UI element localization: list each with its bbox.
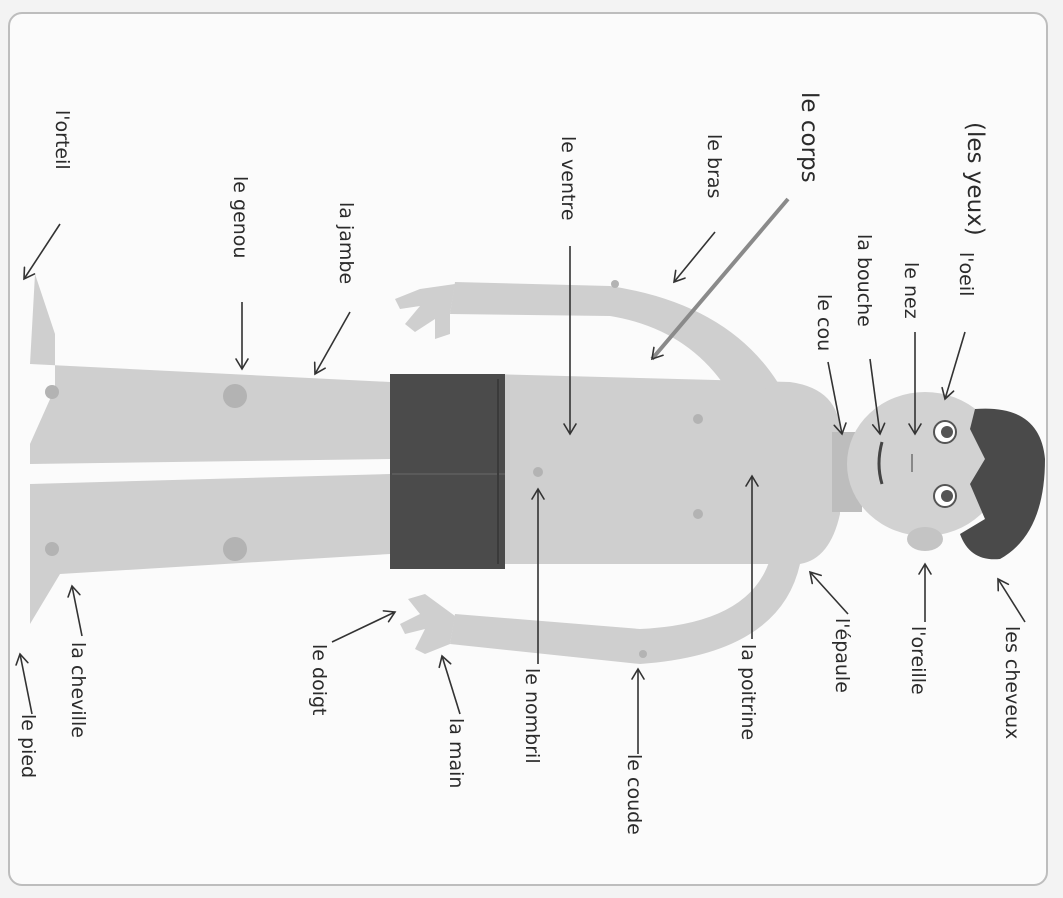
label-cheville: la cheville xyxy=(67,642,89,738)
arrow-icon xyxy=(442,656,460,714)
label-poitrine: la poitrine xyxy=(737,644,759,740)
arrow-icon xyxy=(674,232,715,282)
arrow-icon xyxy=(332,612,395,642)
label-orteil: l'orteil xyxy=(51,110,73,170)
label-yeux: (les yeux) xyxy=(962,122,988,236)
label-oreille: l'oreille xyxy=(907,626,929,695)
arrow-icon xyxy=(24,224,60,279)
label-ventre: le ventre xyxy=(557,136,579,221)
label-nez: le nez xyxy=(900,262,922,319)
label-genou: le genou xyxy=(229,176,251,258)
hand-upper xyxy=(395,284,455,339)
arrow-icon xyxy=(998,579,1025,622)
hair xyxy=(960,409,1045,560)
label-pied: le pied xyxy=(17,714,39,778)
shorts xyxy=(390,374,505,569)
label-bouche: la bouche xyxy=(853,234,875,327)
label-oeil: l'oeil xyxy=(955,252,977,296)
arrow-icon xyxy=(20,654,32,714)
label-cou: le cou xyxy=(813,294,835,351)
label-nombril: le nombril xyxy=(521,668,543,764)
label-doigt: le doigt xyxy=(308,644,330,715)
label-corps: le corps xyxy=(796,92,822,183)
label-epaule: l'épaule xyxy=(831,618,853,693)
label-jambe: la jambe xyxy=(335,202,357,284)
label-coude: le coude xyxy=(623,754,645,835)
leg-lower xyxy=(30,474,390,624)
label-bras: le bras xyxy=(703,134,725,198)
diagram-frame: le corps (les yeux) l'oeil le nez la bou… xyxy=(8,12,1048,886)
label-cheveux: les cheveux xyxy=(1001,626,1023,739)
hand-lower xyxy=(400,594,455,654)
label-main: la main xyxy=(445,718,467,788)
arrow-icon xyxy=(810,572,848,614)
arrow-icon xyxy=(315,312,350,374)
arrow-icon xyxy=(72,586,82,636)
leg-upper xyxy=(30,274,390,464)
body-diagram: le corps (les yeux) l'oeil le nez la bou… xyxy=(10,14,1048,886)
torso xyxy=(490,374,840,564)
ear xyxy=(907,527,943,551)
arrow-icon xyxy=(945,332,965,399)
